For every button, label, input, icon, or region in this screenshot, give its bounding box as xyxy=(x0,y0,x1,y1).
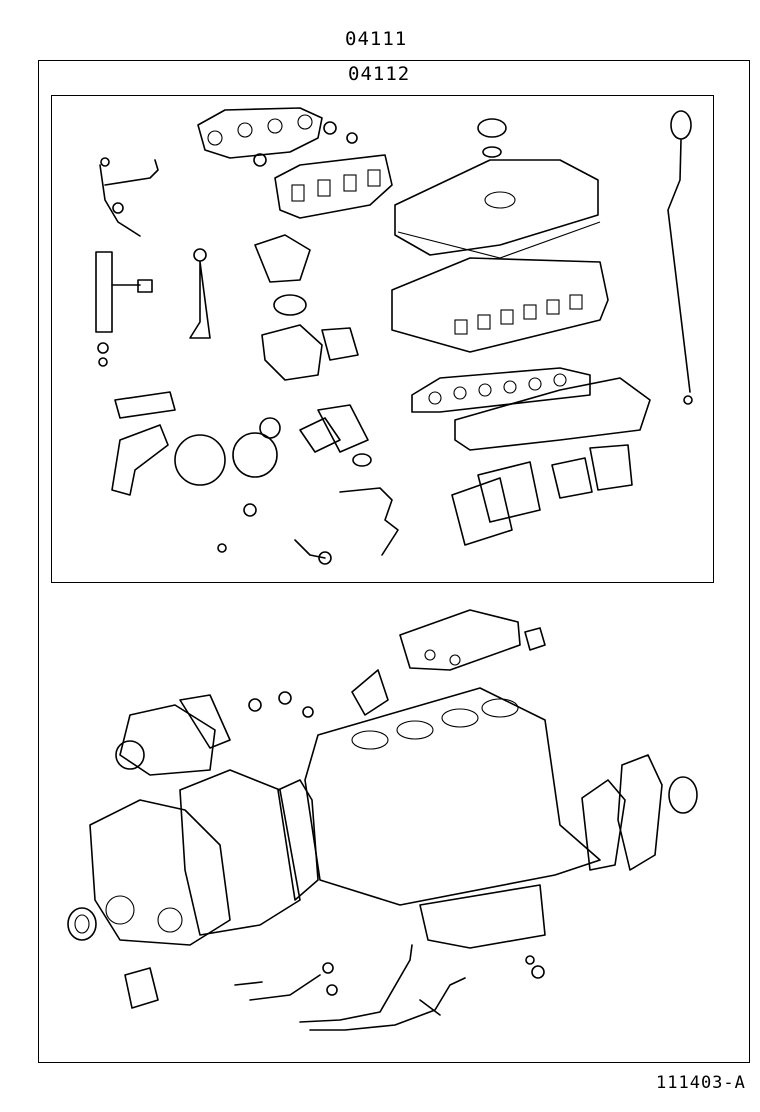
part-number-overhaul-kit: 04111 xyxy=(345,28,408,50)
oil-level-gauge xyxy=(667,110,693,405)
injection-nozzle xyxy=(95,251,153,367)
oil-strainer-gasket xyxy=(124,962,338,1009)
exhaust-pipe-gaskets xyxy=(299,404,372,467)
water-pump xyxy=(115,704,216,776)
figure-reference-number: 111403-A xyxy=(656,1073,746,1093)
head-gasket-kit-frame xyxy=(51,95,714,583)
oil-pipes-lower xyxy=(299,944,545,1031)
rear-oil-seal-retainer xyxy=(581,754,698,871)
valve xyxy=(189,248,211,339)
overhaul-kit-frame xyxy=(38,60,750,1063)
cylinder-head xyxy=(391,257,609,353)
small-gaskets-top xyxy=(253,121,358,167)
oil-pan xyxy=(419,884,546,949)
timing-covers xyxy=(89,769,319,946)
crankshaft-front-seal xyxy=(67,907,97,941)
water-outlet xyxy=(254,234,311,316)
glow-plug-wire xyxy=(99,157,159,237)
thermostat-housing xyxy=(261,324,359,381)
intake-gaskets-lower xyxy=(451,444,633,546)
small-gaskets-lower xyxy=(179,627,546,749)
exhaust-manifold-top xyxy=(197,107,323,159)
intake-manifold-gasket xyxy=(411,367,591,413)
oil-pipes-upper xyxy=(217,487,399,565)
cylinder-block xyxy=(304,687,601,906)
oil-filler-cap xyxy=(477,118,507,158)
turbocharger xyxy=(111,391,281,496)
exhaust-manifold-gasket xyxy=(274,154,393,219)
cylinder-head-cover xyxy=(394,159,601,259)
intake-manifold xyxy=(454,377,651,451)
cylinder-head-gasket xyxy=(399,609,521,671)
part-number-head-gasket-kit: 04112 xyxy=(348,63,411,85)
